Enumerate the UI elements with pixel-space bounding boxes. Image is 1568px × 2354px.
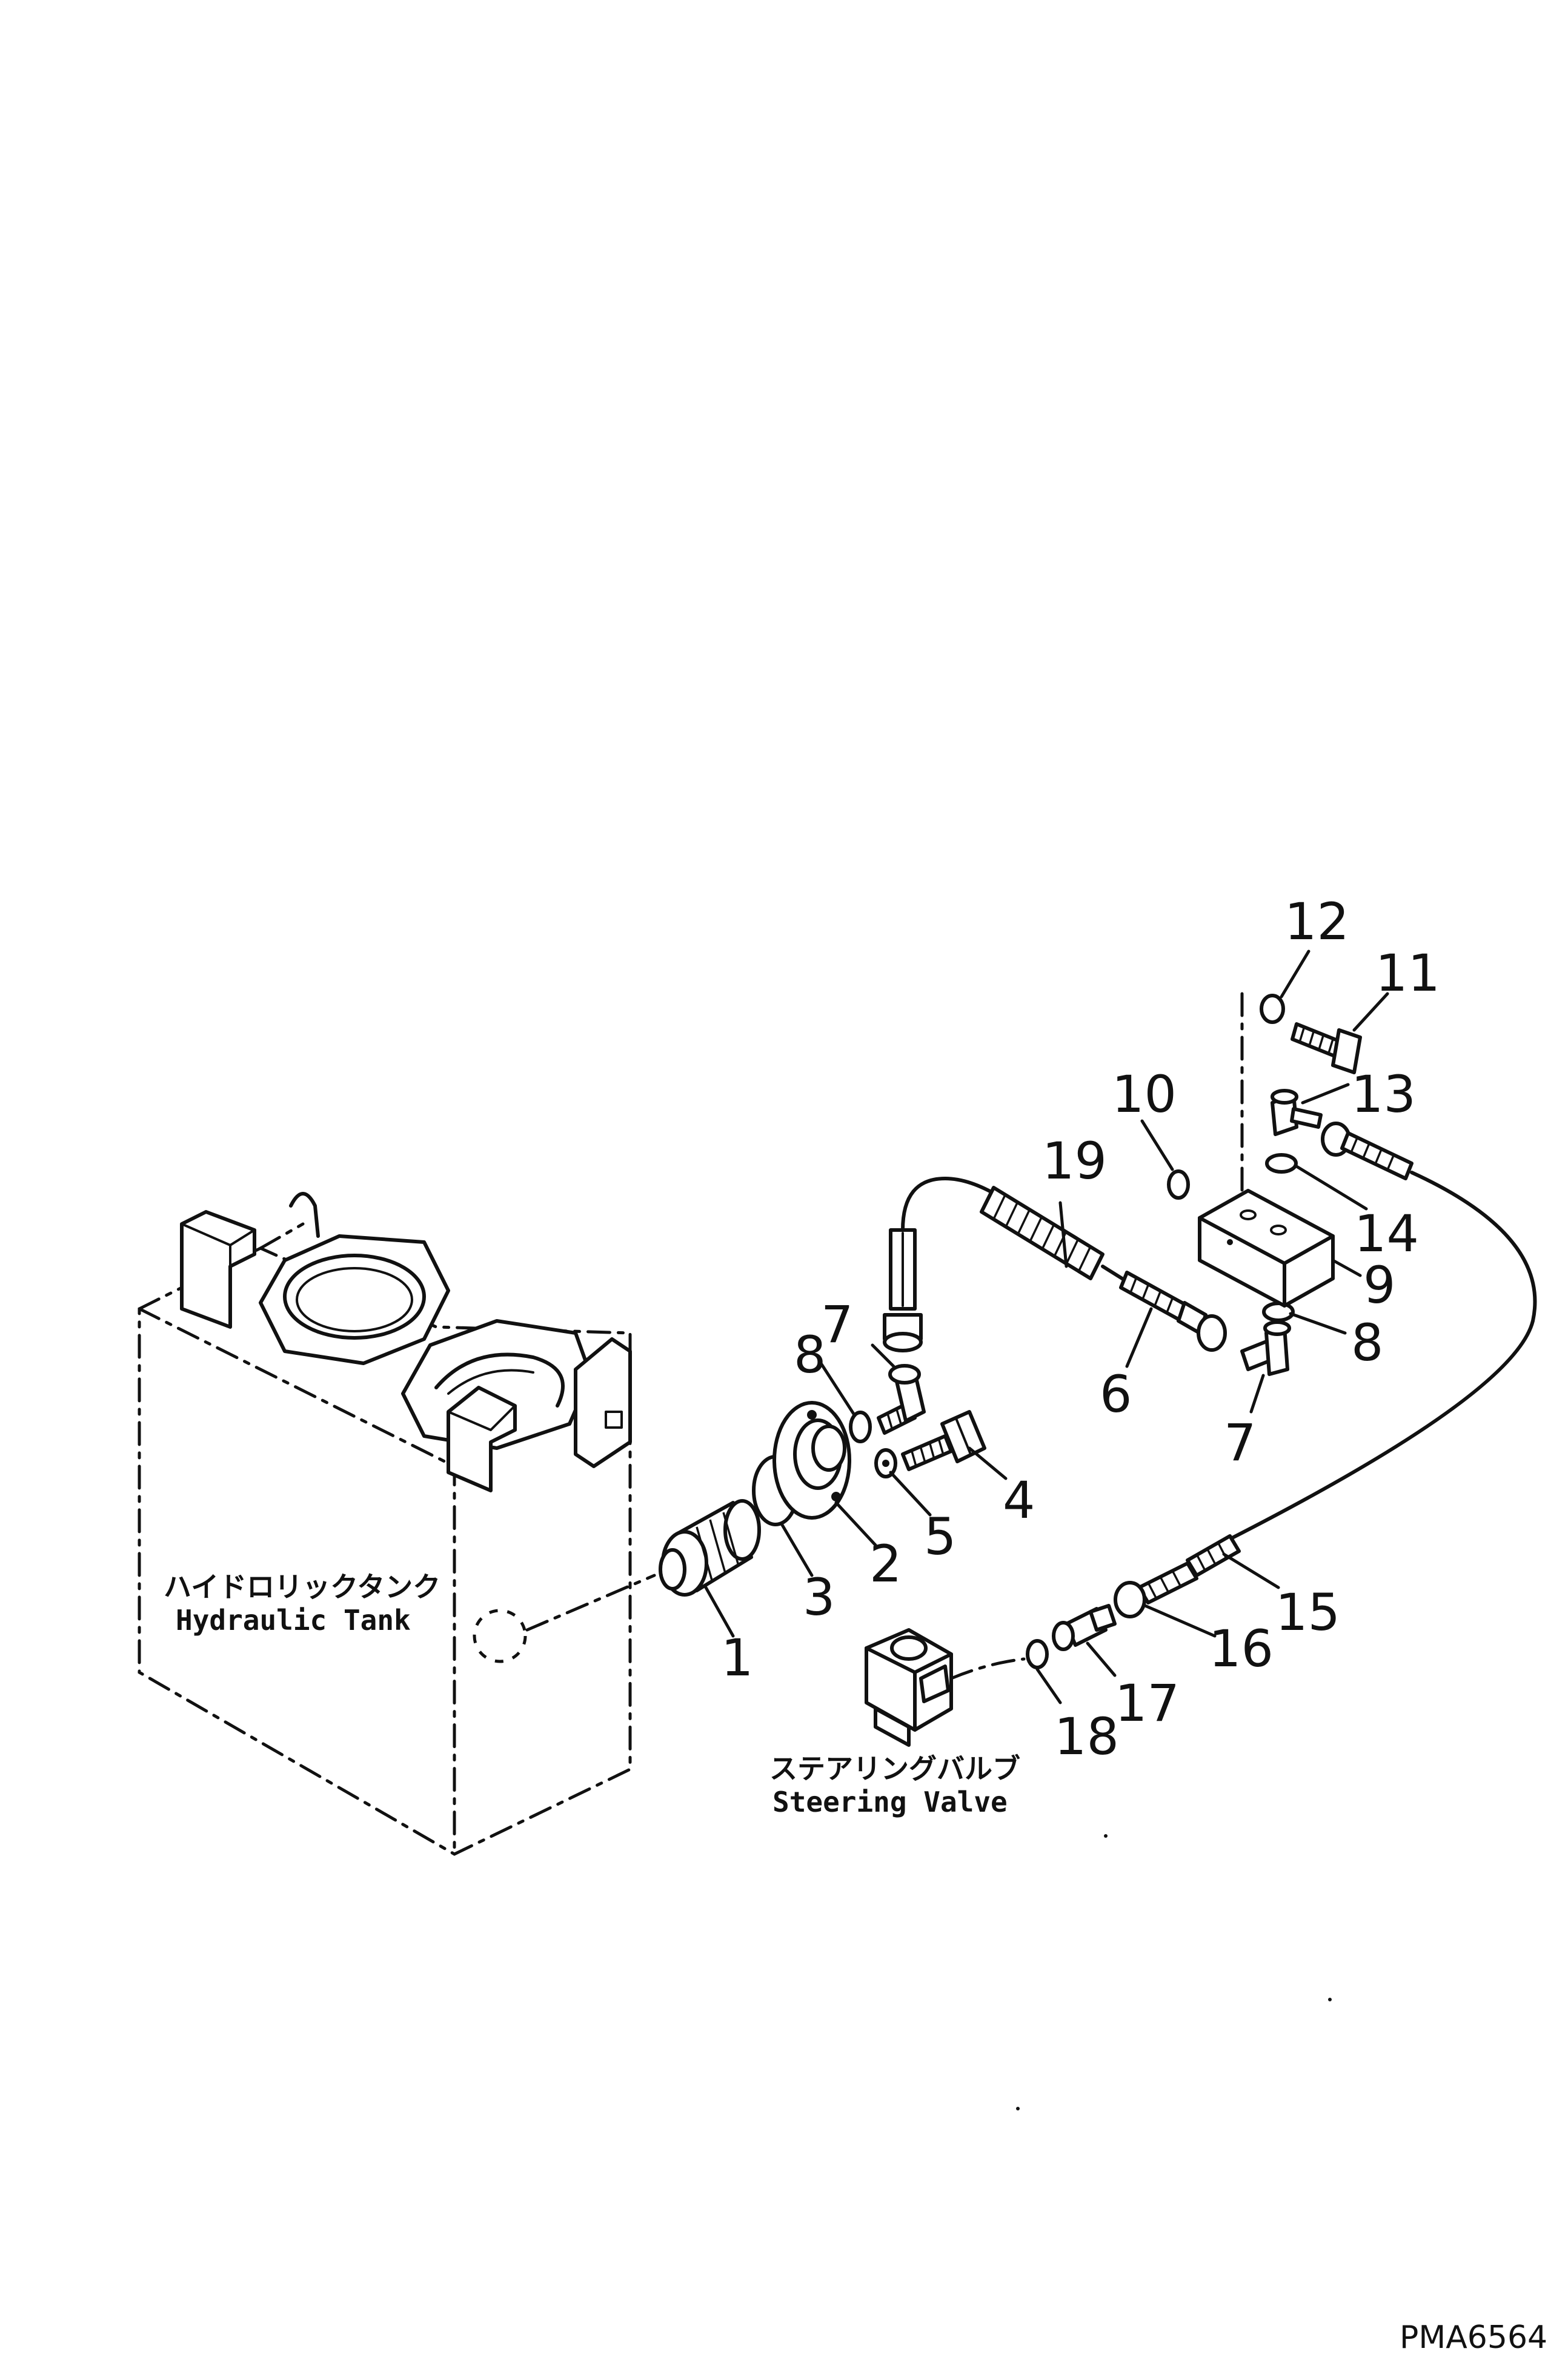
speck xyxy=(1328,1998,1332,2001)
tank-filler-left xyxy=(259,1234,450,1365)
bolt-cover xyxy=(901,1410,986,1471)
callout-4: 4 xyxy=(1003,1471,1035,1530)
steering-valve-label-en: Steering Valve xyxy=(772,1786,1008,1818)
hose-loop xyxy=(1186,1122,1537,1577)
leader-7b xyxy=(1249,1374,1265,1414)
elbow-fitting-right xyxy=(1240,1320,1291,1376)
tank-bracket-right xyxy=(574,1337,632,1468)
tank-bracket-front xyxy=(447,1386,517,1492)
o-ring-valve xyxy=(1026,1639,1049,1669)
o-ring-block xyxy=(1167,1169,1190,1200)
washer-top xyxy=(1260,994,1285,1024)
o-ring-top xyxy=(1265,1153,1298,1174)
leader-8b xyxy=(1289,1312,1347,1335)
callout-16: 16 xyxy=(1209,1619,1274,1678)
hydraulic-tank-label-en: Hydraulic Tank xyxy=(176,1604,411,1637)
callout-10: 10 xyxy=(1112,1065,1177,1124)
tank-bracket-left xyxy=(180,1210,256,1329)
elbow-fitting-left xyxy=(877,1364,926,1435)
speck xyxy=(1016,2107,1020,2110)
washer xyxy=(874,1448,897,1478)
callout-6: 6 xyxy=(1100,1365,1132,1424)
hose-fitting-lower xyxy=(1114,1561,1198,1618)
leader-8a xyxy=(819,1362,856,1417)
adapter xyxy=(1052,1604,1117,1651)
centerline-tank-filter xyxy=(525,1574,656,1632)
leader-13 xyxy=(1301,1083,1350,1105)
o-ring-small-left xyxy=(849,1411,872,1443)
leader-18 xyxy=(1035,1667,1062,1704)
leader-5 xyxy=(889,1471,932,1517)
tank-handle xyxy=(289,1192,320,1238)
filter-cover xyxy=(772,1401,851,1520)
valve-block xyxy=(1198,1189,1335,1308)
callout-18: 18 xyxy=(1054,1707,1119,1766)
callout-15: 15 xyxy=(1275,1583,1340,1642)
leader-16 xyxy=(1143,1604,1217,1638)
callout-19: 19 xyxy=(1042,1131,1107,1191)
leader-lines xyxy=(704,949,1389,1704)
hydraulic-tank-label-jp: ハイドロリックタンク xyxy=(164,1571,440,1603)
callout-13: 13 xyxy=(1351,1065,1416,1124)
callout-8a: 8 xyxy=(794,1325,826,1385)
filter-element xyxy=(659,1499,761,1597)
leader-15 xyxy=(1222,1552,1280,1589)
hydraulic-tank: ハイドロリックタンク Hydraulic Tank xyxy=(138,1192,632,1856)
callout-3: 3 xyxy=(803,1568,835,1627)
leader-11 xyxy=(1352,992,1389,1032)
callout-numbers: 1 2 3 4 5 6 7 7 8 8 9 10 11 12 13 14 15 … xyxy=(721,892,1440,1766)
leader-10 xyxy=(1140,1119,1174,1171)
callout-2: 2 xyxy=(869,1534,902,1594)
leader-7a xyxy=(871,1343,895,1368)
callout-14: 14 xyxy=(1354,1204,1419,1263)
callout-7b: 7 xyxy=(1224,1413,1256,1472)
callout-17: 17 xyxy=(1115,1674,1180,1733)
leader-6 xyxy=(1125,1307,1153,1368)
elbow-fitting-top xyxy=(1271,1089,1323,1136)
leader-9 xyxy=(1331,1258,1362,1277)
o-ring-small-right xyxy=(1262,1302,1295,1322)
speck xyxy=(1104,1834,1108,1838)
drawing-code: PMA6564 xyxy=(1400,2319,1547,2354)
callout-9: 9 xyxy=(1363,1255,1395,1315)
steering-valve: ステアリングバルブ Steering Valve xyxy=(769,1628,1020,1818)
callout-11: 11 xyxy=(1375,943,1440,1003)
leader-17 xyxy=(1086,1641,1117,1677)
callout-8b: 8 xyxy=(1351,1313,1383,1372)
callout-5: 5 xyxy=(924,1507,956,1566)
hose-fitting xyxy=(1119,1271,1227,1352)
bolt-block xyxy=(1291,1022,1362,1074)
callout-7a: 7 xyxy=(821,1295,853,1354)
centerline-valve xyxy=(949,1657,1026,1680)
leader-12 xyxy=(1280,949,1311,999)
tank-port xyxy=(473,1609,527,1663)
leader-3 xyxy=(780,1522,814,1577)
leader-2 xyxy=(834,1501,877,1547)
leader-4 xyxy=(968,1446,1008,1480)
leader-14 xyxy=(1295,1165,1368,1211)
steering-valve-label-jp: ステアリングバルブ xyxy=(769,1752,1020,1785)
callout-1: 1 xyxy=(721,1628,753,1687)
callout-12: 12 xyxy=(1284,892,1349,951)
leader-19 xyxy=(1058,1201,1068,1268)
hose-upper xyxy=(883,1177,1129,1352)
leader-1 xyxy=(704,1586,735,1638)
